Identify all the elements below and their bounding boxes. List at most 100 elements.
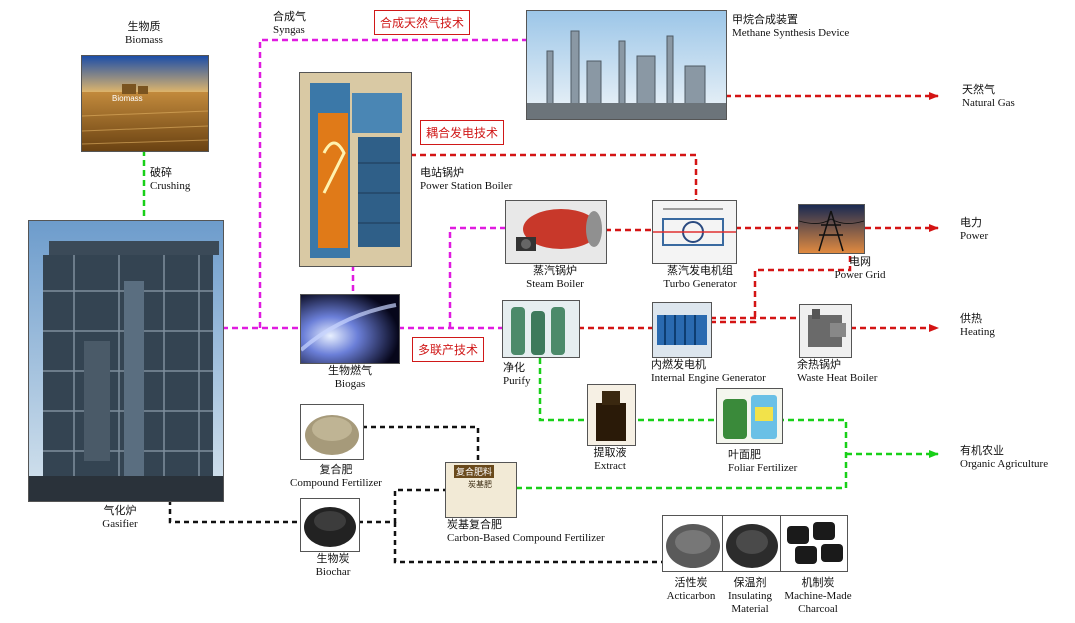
biogas-label: 生物燃气 Biogas <box>310 365 390 391</box>
steam-boiler-label-zh: 蒸汽锅炉 <box>533 265 577 277</box>
syngas-label: 合成气 Syngas <box>273 11 306 37</box>
organic-agriculture-label: 有机农业 Organic Agriculture <box>960 445 1048 471</box>
power-grid-label-en: Power Grid <box>834 269 886 281</box>
foliar-fertilizer-label-zh: 叶面肥 <box>728 449 761 461</box>
extract-label-zh: 提取液 <box>593 447 627 459</box>
biochar-label-zh: 生物炭 <box>316 553 350 565</box>
purify-tower-image <box>502 300 580 358</box>
purify-label-en: Purify <box>503 375 531 387</box>
purify-label-zh: 净化 <box>503 362 525 374</box>
gasifier-label-zh: 气化炉 <box>103 505 137 517</box>
internal-engine-label: 内燃发电机 Internal Engine Generator <box>651 359 766 385</box>
extract-bottle-image <box>587 384 636 446</box>
insulating-material-label-zh: 保温剂 <box>733 577 767 589</box>
power-label: 电力 Power <box>960 217 988 243</box>
crushing-label: 破碎 Crushing <box>150 167 190 193</box>
power-label-zh: 电力 <box>960 217 982 229</box>
internal-engine-label-en: Internal Engine Generator <box>651 372 766 384</box>
syngas-tech-label: 合成天然气技术 <box>374 10 471 35</box>
foliar-fertilizer-label: 叶面肥 Foliar Fertilizer <box>728 449 797 475</box>
biomass-label-en: Biomass <box>125 34 163 46</box>
natural-gas-label: 天然气 Natural Gas <box>962 84 1015 110</box>
magenta-gas-lines <box>222 38 526 330</box>
biogas-label-en: Biogas <box>334 378 366 390</box>
compound-fertilizer-label-en: Compound Fertilizer <box>290 477 382 489</box>
insulating-material-label: 保温剂 Insulating Material <box>720 577 780 616</box>
insulating-material-label-en: Insulating <box>728 590 772 602</box>
biogas-label-zh: 生物燃气 <box>328 365 372 377</box>
methane-plant-image <box>526 10 727 120</box>
biochar-image <box>300 498 360 552</box>
biomass-label-zh: 生物质 <box>127 21 161 33</box>
gasifier-label: 气化炉 Gasifier <box>90 505 150 531</box>
crushing-label-zh: 破碎 <box>150 167 172 179</box>
machine-made-charcoal-label: 机制炭 Machine-Made Charcoal <box>778 577 858 616</box>
cogeneration-tech-label: 耦合发电技术 <box>420 120 505 145</box>
carbon-based-fertilizer-label: 炭基复合肥 Carbon-Based Compound Fertilizer <box>447 519 605 545</box>
power-grid-image <box>798 204 865 254</box>
machine-made-charcoal-image <box>780 515 848 572</box>
black-solid-lines <box>168 425 662 564</box>
internal-engine-label-zh: 内燃发电机 <box>651 359 706 371</box>
waste-heat-boiler-label: 余热锅炉 Waste Heat Boiler <box>797 359 877 385</box>
machine-made-charcoal-label-en2: Charcoal <box>798 603 838 615</box>
extract-label-en: Extract <box>594 460 626 472</box>
polygeneration-tech-label: 多联产技术 <box>412 337 485 362</box>
organic-agriculture-label-en: Organic Agriculture <box>960 458 1049 470</box>
foliar-fertilizer-label-en: Foliar Fertilizer <box>728 462 798 474</box>
heating-label: 供热 Heating <box>960 313 995 339</box>
green-agri-lines <box>142 150 939 490</box>
steam-boiler-label: 蒸汽锅炉 Steam Boiler <box>515 265 595 291</box>
gasifier-image <box>28 220 224 502</box>
power-station-boiler-label-en: Power Station Boiler <box>420 180 513 192</box>
insulating-material-label-en2: Material <box>731 603 769 615</box>
turbo-generator-label: 蒸汽发电机组 Turbo Generator <box>650 265 750 291</box>
natural-gas-label-zh: 天然气 <box>962 84 995 96</box>
carbon-based-fertilizer-label-zh: 炭基复合肥 <box>447 519 502 531</box>
biomass-image-caption: Biomass <box>112 94 143 103</box>
syngas-label-zh: 合成气 <box>273 11 306 23</box>
internal-engine-image <box>652 302 712 358</box>
heating-label-en: Heating <box>960 326 995 338</box>
acticarbon-label-en: Acticarbon <box>666 590 716 602</box>
carbon-based-fertilizer-bag-image: 复合肥料 炭基肥 <box>445 462 517 518</box>
steam-boiler-label-en: Steam Boiler <box>526 278 584 290</box>
turbo-generator-label-zh: 蒸汽发电机组 <box>667 265 733 277</box>
biomass-field-image: Biomass <box>81 55 209 152</box>
biochar-label-en: Biochar <box>315 566 351 578</box>
machine-made-charcoal-label-zh: 机制炭 <box>801 577 835 589</box>
acticarbon-label-zh: 活性炭 <box>674 577 708 589</box>
biochar-label: 生物炭 Biochar <box>303 553 363 579</box>
power-station-boiler-image <box>299 72 412 267</box>
compound-fertilizer-image <box>300 404 364 460</box>
methane-device-label-en: Methane Synthesis Device <box>732 27 850 39</box>
heating-label-zh: 供热 <box>960 313 982 325</box>
waste-heat-boiler-image <box>799 304 852 358</box>
waste-heat-boiler-label-zh: 余热锅炉 <box>797 359 841 371</box>
steam-boiler-image <box>505 200 607 264</box>
extract-label: 提取液 Extract <box>580 447 640 473</box>
purify-label: 净化 Purify <box>503 362 531 388</box>
power-station-boiler-label-zh: 电站锅炉 <box>420 167 464 179</box>
power-station-boiler-label: 电站锅炉 Power Station Boiler <box>420 167 512 193</box>
methane-device-label: 甲烷合成装置 Methane Synthesis Device <box>732 14 849 40</box>
compound-fertilizer-label: 复合肥 Compound Fertilizer <box>281 464 391 490</box>
insulating-material-image <box>722 515 782 572</box>
turbo-generator-label-en: Turbo Generator <box>663 278 737 290</box>
power-grid-label: 电网 Power Grid <box>825 256 895 282</box>
biomass-label: 生物质 Biomass <box>114 21 174 47</box>
turbo-generator-image <box>652 200 737 264</box>
carbon-based-fertilizer-label-en: Carbon-Based Compound Fertilizer <box>447 532 605 544</box>
acticarbon-image <box>662 515 724 572</box>
acticarbon-label: 活性炭 Acticarbon <box>660 577 722 603</box>
biogas-flame-image <box>300 294 400 364</box>
compound-fertilizer-label-zh: 复合肥 <box>319 464 353 476</box>
organic-agriculture-label-zh: 有机农业 <box>960 445 1004 457</box>
syngas-label-en: Syngas <box>273 24 305 36</box>
methane-device-label-zh: 甲烷合成装置 <box>732 14 798 26</box>
gasifier-label-en: Gasifier <box>102 518 138 530</box>
foliar-fertilizer-image <box>716 388 783 444</box>
bag-text-top: 复合肥料 <box>454 465 495 478</box>
power-grid-label-zh: 电网 <box>849 256 871 268</box>
